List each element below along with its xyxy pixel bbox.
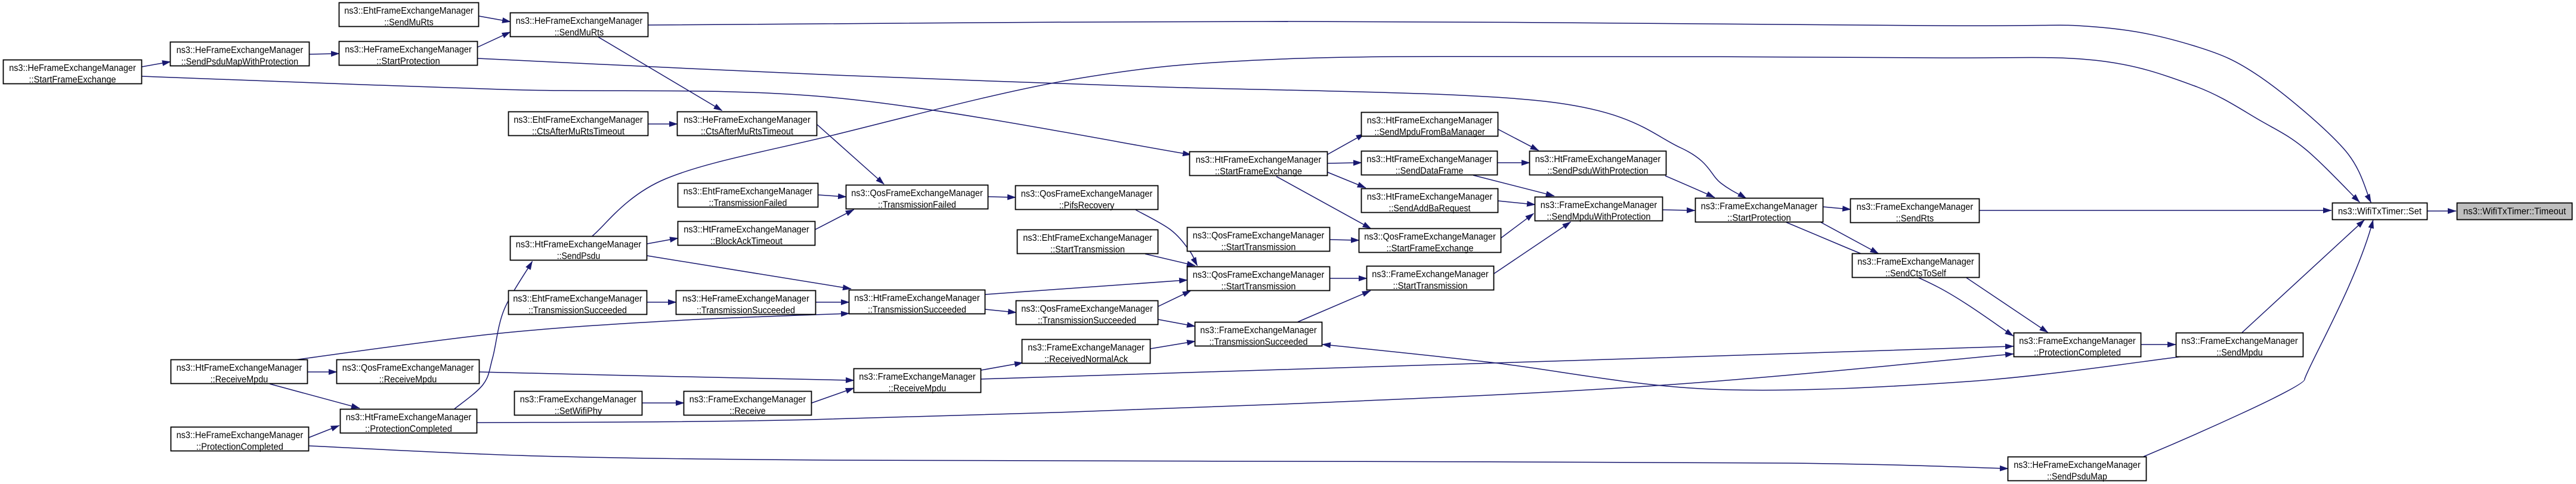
svg-text:ns3::FrameExchangeManager: ns3::FrameExchangeManager [1701,201,1817,212]
svg-text:ns3::FrameExchangeManager: ns3::FrameExchangeManager [520,395,636,405]
svg-text:ns3::FrameExchangeManager: ns3::FrameExchangeManager [1541,200,1657,210]
svg-text:::StartProtection: ::StartProtection [376,56,440,66]
svg-text:ns3::FrameExchangeManager: ns3::FrameExchangeManager [859,372,975,382]
svg-text:::ProtectionCompleted: ::ProtectionCompleted [2034,348,2121,358]
svg-text:ns3::EhtFrameExchangeManager: ns3::EhtFrameExchangeManager [344,6,474,16]
svg-text:ns3::HeFrameExchangeManager: ns3::HeFrameExchangeManager [516,16,643,26]
svg-text:ns3::HtFrameExchangeManager: ns3::HtFrameExchangeManager [1367,116,1493,126]
svg-text:ns3::FrameExchangeManager: ns3::FrameExchangeManager [1372,269,1488,280]
svg-text:ns3::FrameExchangeManager: ns3::FrameExchangeManager [1857,257,1974,267]
svg-text:ns3::FrameExchangeManager: ns3::FrameExchangeManager [689,395,806,405]
svg-text:::ProtectionCompleted: ::ProtectionCompleted [365,424,452,434]
svg-text:::StartTransmission: ::StartTransmission [1393,281,1468,291]
svg-text:::ProtectionCompleted: ::ProtectionCompleted [196,442,283,452]
svg-text:::StartProtection: ::StartProtection [1727,213,1791,223]
svg-text:::SendDataFrame: ::SendDataFrame [1396,166,1464,176]
svg-text:ns3::HtFrameExchangeManager: ns3::HtFrameExchangeManager [516,240,642,250]
svg-text:::SendAddBaRequest: ::SendAddBaRequest [1389,203,1471,213]
svg-text:ns3::QosFrameExchangeManager: ns3::QosFrameExchangeManager [1193,270,1325,280]
svg-text:ns3::QosFrameExchangeManager: ns3::QosFrameExchangeManager [851,188,983,198]
svg-text:ns3::FrameExchangeManager: ns3::FrameExchangeManager [1028,343,1144,353]
svg-text:ns3::FrameExchangeManager: ns3::FrameExchangeManager [1200,325,1316,336]
svg-text:ns3::QosFrameExchangeManager: ns3::QosFrameExchangeManager [342,363,474,373]
svg-text:ns3::HtFrameExchangeManager: ns3::HtFrameExchangeManager [1367,192,1493,202]
svg-text:::ReceiveMpdu: ::ReceiveMpdu [379,374,437,384]
svg-text:::CtsAfterMuRtsTimeout: ::CtsAfterMuRtsTimeout [532,126,625,136]
svg-text:ns3::EhtFrameExchangeManager: ns3::EhtFrameExchangeManager [684,187,813,197]
svg-text:::SendMpduWithProtection: ::SendMpduWithProtection [1547,212,1650,222]
svg-text:ns3::WifiTxTimer::Set: ns3::WifiTxTimer::Set [2338,207,2422,217]
svg-text:::StartFrameExchange: ::StartFrameExchange [1215,166,1302,176]
svg-text:::SendCtsToSelf: ::SendCtsToSelf [1885,268,1946,278]
svg-text:::TransmissionSucceeded: ::TransmissionSucceeded [697,305,795,315]
svg-text:::StartFrameExchange: ::StartFrameExchange [1387,243,1474,253]
svg-text:::Receive: ::Receive [729,406,765,416]
svg-text:::StartTransmission: ::StartTransmission [1221,281,1296,291]
svg-text:ns3::HtFrameExchangeManager: ns3::HtFrameExchangeManager [1535,154,1661,165]
svg-text:ns3::FrameExchangeManager: ns3::FrameExchangeManager [2019,336,2135,346]
svg-text:::ReceiveMpdu: ::ReceiveMpdu [889,383,947,393]
svg-text:::SendMuRts: ::SendMuRts [384,17,434,27]
svg-text:::ReceiveMpdu: ::ReceiveMpdu [211,374,268,384]
svg-text:ns3::HeFrameExchangeManager: ns3::HeFrameExchangeManager [2014,460,2141,470]
svg-text:::CtsAfterMuRtsTimeout: ::CtsAfterMuRtsTimeout [701,126,794,136]
svg-text:ns3::QosFrameExchangeManager: ns3::QosFrameExchangeManager [1021,304,1153,314]
svg-text:::StartTransmission: ::StartTransmission [1050,244,1125,255]
svg-text:ns3::FrameExchangeManager: ns3::FrameExchangeManager [2181,336,2297,346]
svg-text:::TransmissionSucceeded: ::TransmissionSucceeded [868,305,966,315]
svg-text:::SendPsduWithProtection: ::SendPsduWithProtection [1547,166,1648,176]
svg-text:ns3::HeFrameExchangeManager: ns3::HeFrameExchangeManager [684,115,811,125]
svg-text:::TransmissionSucceeded: ::TransmissionSucceeded [1209,337,1307,347]
svg-text:::BlockAckTimeout: ::BlockAckTimeout [710,236,783,246]
svg-text:ns3::EhtFrameExchangeManager: ns3::EhtFrameExchangeManager [514,115,643,125]
svg-text:::SendPsduMap: ::SendPsduMap [2047,471,2107,482]
svg-text:::TransmissionFailed: ::TransmissionFailed [878,200,956,210]
svg-text:ns3::HeFrameExchangeManager: ns3::HeFrameExchangeManager [345,45,472,55]
svg-text:::PifsRecovery: ::PifsRecovery [1059,200,1115,210]
svg-text:ns3::FrameExchangeManager: ns3::FrameExchangeManager [1857,202,1973,212]
svg-text:::ReceivedNormalAck: ::ReceivedNormalAck [1044,354,1128,364]
svg-text:::StartTransmission: ::StartTransmission [1221,242,1296,252]
svg-text:ns3::EhtFrameExchangeManager: ns3::EhtFrameExchangeManager [513,294,642,304]
svg-text:::SendPsdu: ::SendPsdu [557,251,601,261]
svg-text:ns3::HtFrameExchangeManager: ns3::HtFrameExchangeManager [1196,155,1322,165]
svg-text:ns3::HeFrameExchangeManager: ns3::HeFrameExchangeManager [177,45,304,55]
svg-text:::SendMuRts: ::SendMuRts [555,27,604,38]
svg-text:::SetWifiPhy: ::SetWifiPhy [555,406,602,416]
svg-text:ns3::HeFrameExchangeManager: ns3::HeFrameExchangeManager [177,430,304,440]
svg-text:::TransmissionSucceeded: ::TransmissionSucceeded [528,305,627,315]
svg-text:ns3::QosFrameExchangeManager: ns3::QosFrameExchangeManager [1364,232,1496,242]
svg-text:ns3::HtFrameExchangeManager: ns3::HtFrameExchangeManager [177,363,302,373]
svg-text:::SendMpdu: ::SendMpdu [2216,348,2263,358]
svg-text:::TransmissionFailed: ::TransmissionFailed [709,198,787,208]
svg-text:ns3::QosFrameExchangeManager: ns3::QosFrameExchangeManager [1193,231,1325,241]
svg-text:ns3::HeFrameExchangeManager: ns3::HeFrameExchangeManager [9,63,136,73]
svg-text:::SendPsduMapWithProtection: ::SendPsduMapWithProtection [181,57,298,67]
svg-text:::TransmissionSucceeded: ::TransmissionSucceeded [1038,315,1136,325]
svg-text:::SendMpduFromBaManager: ::SendMpduFromBaManager [1374,127,1485,137]
svg-text:ns3::HtFrameExchangeManager: ns3::HtFrameExchangeManager [346,412,472,423]
svg-text:::StartFrameExchange: ::StartFrameExchange [29,75,116,85]
svg-text:ns3::WifiTxTimer::Timeout: ns3::WifiTxTimer::Timeout [2463,207,2566,217]
svg-text:ns3::QosFrameExchangeManager: ns3::QosFrameExchangeManager [1021,189,1153,199]
svg-text:ns3::EhtFrameExchangeManager: ns3::EhtFrameExchangeManager [1023,233,1152,243]
svg-text:ns3::HtFrameExchangeManager: ns3::HtFrameExchangeManager [684,225,809,235]
svg-text:::SendRts: ::SendRts [1896,213,1934,224]
svg-text:ns3::HtFrameExchangeManager: ns3::HtFrameExchangeManager [1366,154,1492,165]
svg-text:ns3::HeFrameExchangeManager: ns3::HeFrameExchangeManager [682,294,809,304]
svg-text:ns3::HtFrameExchangeManager: ns3::HtFrameExchangeManager [854,293,980,303]
